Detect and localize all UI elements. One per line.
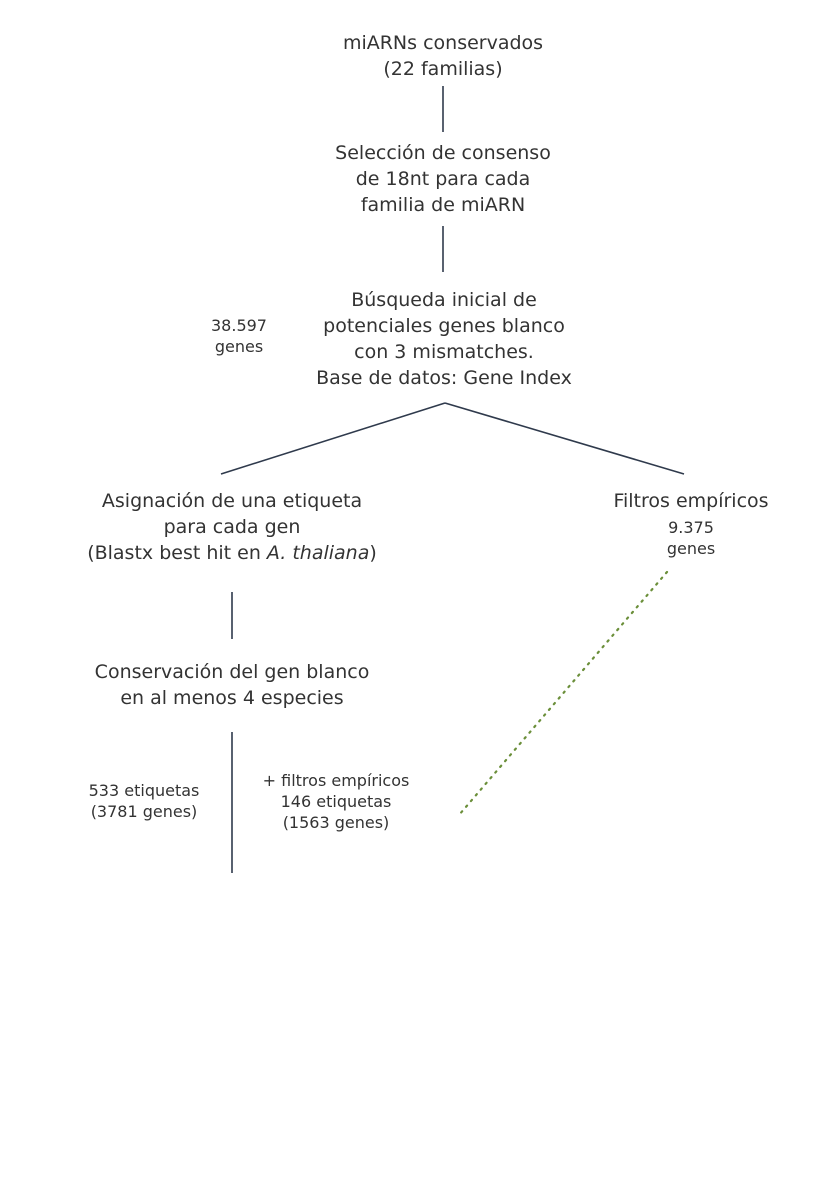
search-node: Búsqueda inicial de potenciales genes bl… — [284, 287, 604, 391]
consensus-line2: de 18nt para cada — [355, 168, 531, 190]
search-line1: Búsqueda inicial de — [351, 289, 537, 311]
search-line2: potenciales genes blanco — [323, 315, 565, 337]
label-line2: para cada gen — [163, 516, 301, 538]
search-line4: Base de datos: Gene Index — [316, 367, 572, 389]
label-node: Asignación de una etiqueta para cada gen… — [62, 488, 402, 566]
conservation-count-genes: (3781 genes) — [90, 802, 198, 821]
consensus-line3: familia de miARN — [360, 194, 526, 216]
conservation-count-labels: 533 etiquetas — [88, 781, 200, 800]
conservation-count-note: 533 etiquetas (3781 genes) — [74, 780, 214, 822]
connector-search-filters — [444, 402, 685, 475]
consensus-node: Selección de consenso de 18nt para cada … — [293, 140, 593, 218]
filters-count-value: 9.375 — [668, 518, 714, 537]
filters-line1: Filtros empíricos — [613, 490, 769, 512]
empirical-count-note: + filtros empíricos 146 etiquetas (1563 … — [251, 770, 421, 833]
dotted-connector-filters — [457, 570, 669, 817]
label-line3-suffix: ) — [369, 542, 377, 564]
conservation-node: Conservación del gen blanco en al menos … — [72, 659, 392, 711]
conservation-line1: Conservación del gen blanco — [94, 661, 370, 683]
search-count-value: 38.597 — [211, 316, 267, 335]
search-count-unit: genes — [214, 337, 264, 356]
connector-search-label — [220, 402, 446, 475]
mirnas-line2: (22 familias) — [383, 58, 503, 80]
empirical-count-labels: 146 etiquetas — [280, 792, 392, 811]
filters-count-note: 9.375 genes — [641, 517, 741, 559]
mirnas-line1: miARNs conservados — [342, 32, 544, 54]
label-line1: Asignación de una etiqueta — [101, 490, 363, 512]
empirical-count-genes: (1563 genes) — [282, 813, 390, 832]
label-line3-prefix: (Blastx best hit en — [87, 542, 267, 564]
conservation-line2: en al menos 4 especies — [120, 687, 344, 709]
label-line3: (Blastx best hit en A. thaliana) — [62, 540, 402, 566]
filters-count-unit: genes — [666, 539, 716, 558]
filters-node: Filtros empíricos — [591, 488, 791, 514]
mirnas-node: miARNs conservados (22 familias) — [293, 30, 593, 82]
search-line3: con 3 mismatches. — [354, 341, 534, 363]
consensus-line1: Selección de consenso — [335, 142, 551, 164]
species-name: A. thaliana — [266, 542, 370, 564]
empirical-count-title: + filtros empíricos — [262, 771, 410, 790]
search-count-note: 38.597 genes — [189, 315, 289, 357]
